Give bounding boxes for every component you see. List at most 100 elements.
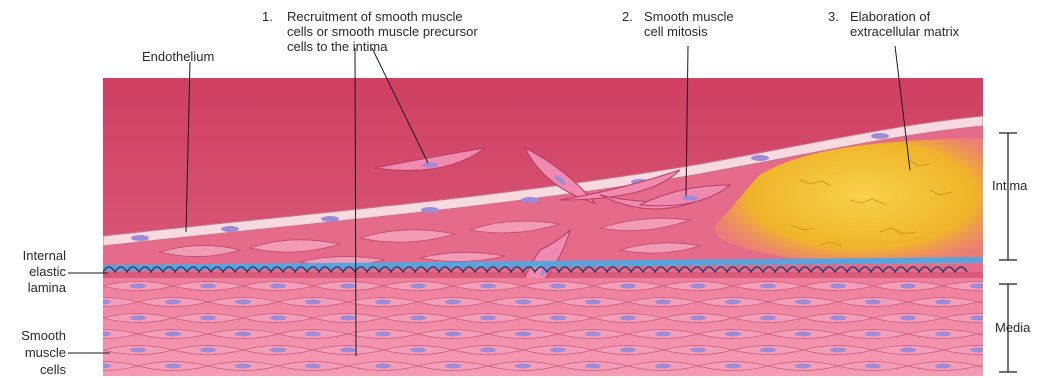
- media-smc-nucleus: [970, 284, 986, 289]
- media-smc-nucleus: [95, 300, 111, 305]
- media-smc-nucleus: [725, 300, 741, 305]
- intima-label: Intima: [992, 178, 1027, 193]
- media-smc-cell: [1013, 346, 1045, 355]
- media-smc-nucleus: [620, 284, 636, 289]
- media-smc-nucleus: [655, 300, 671, 305]
- media-smc-nucleus: [130, 284, 146, 289]
- media-smc-nucleus: [795, 300, 811, 305]
- media-smc-nucleus: [270, 348, 286, 353]
- media-smc-nucleus: [305, 332, 321, 337]
- media-smc-nucleus: [235, 364, 251, 369]
- media-smc-nucleus: [235, 300, 251, 305]
- media-smc-cell: [33, 314, 103, 323]
- media-smc-nucleus: [690, 284, 706, 289]
- media-smc-nucleus: [410, 316, 426, 321]
- step1-line2: cells or smooth muscle precursor: [287, 24, 478, 39]
- media-smc-nucleus: [305, 364, 321, 369]
- media-smc-nucleus: [165, 332, 181, 337]
- media-smc-nucleus: [445, 332, 461, 337]
- lamina-line2: elastic: [6, 264, 66, 279]
- media-smc-nucleus: [410, 348, 426, 353]
- step3-number: 3.: [828, 9, 839, 24]
- media-smc-nucleus: [830, 316, 846, 321]
- media-smc-nucleus: [270, 316, 286, 321]
- endothelium-label: Endothelium: [142, 49, 214, 64]
- media-smc-nucleus: [375, 300, 391, 305]
- media-smc-nucleus: [970, 348, 986, 353]
- media-smc-cell: [978, 298, 1045, 307]
- media-smc-nucleus: [375, 332, 391, 337]
- media-smc-nucleus: [935, 332, 951, 337]
- media-smc-nucleus: [1040, 348, 1045, 353]
- media-smc-nucleus: [235, 332, 251, 337]
- media-smc-nucleus: [865, 300, 881, 305]
- media-smc-nucleus: [1040, 284, 1045, 289]
- lamina-line3: lamina: [6, 280, 66, 295]
- media-smc-nucleus: [340, 348, 356, 353]
- smc-line1: Smooth: [6, 328, 66, 343]
- media-smc-nucleus: [795, 364, 811, 369]
- media-smc-nucleus: [270, 284, 286, 289]
- media-smc-nucleus: [550, 316, 566, 321]
- media-smc-nucleus: [550, 284, 566, 289]
- media-smc-nucleus: [900, 284, 916, 289]
- media-smc-nucleus: [95, 332, 111, 337]
- media-smc-nucleus: [340, 284, 356, 289]
- media-smc-nucleus: [900, 348, 916, 353]
- media-smc-nucleus: [585, 332, 601, 337]
- step2-line2: cell mitosis: [644, 24, 708, 39]
- bracket-intima: [999, 133, 1017, 260]
- smc-line3: cells: [6, 362, 66, 377]
- media-smc-nucleus: [515, 300, 531, 305]
- step3-line2: extracellular matrix: [850, 24, 959, 39]
- media-smc-nucleus: [445, 300, 461, 305]
- media-smc-nucleus: [830, 348, 846, 353]
- media-smc-cell: [978, 362, 1045, 371]
- media-smc-nucleus: [690, 316, 706, 321]
- media-smc-nucleus: [760, 316, 776, 321]
- media-smc-nucleus: [935, 364, 951, 369]
- media-smc-nucleus: [900, 316, 916, 321]
- media-smc-nucleus: [760, 284, 776, 289]
- media-smc-nucleus: [165, 364, 181, 369]
- media-smc-nucleus: [1040, 316, 1045, 321]
- media-smc-cell: [1013, 282, 1045, 291]
- media-smc-nucleus: [375, 364, 391, 369]
- media-smc-nucleus: [60, 316, 76, 321]
- media-smc-nucleus: [830, 284, 846, 289]
- media-smc-nucleus: [655, 364, 671, 369]
- media-smc-nucleus: [480, 284, 496, 289]
- media-smc-nucleus: [935, 300, 951, 305]
- media-smc-nucleus: [795, 332, 811, 337]
- media-smc-nucleus: [865, 364, 881, 369]
- lamina-line1: Internal: [6, 248, 66, 263]
- media-smc-nucleus: [200, 284, 216, 289]
- step2-line1: Smooth muscle: [644, 9, 734, 24]
- media-smc-nucleus: [550, 348, 566, 353]
- media-smc-nucleus: [165, 300, 181, 305]
- media-smc-nucleus: [585, 364, 601, 369]
- media-smc-nucleus: [95, 364, 111, 369]
- smc-line2: muscle: [6, 345, 66, 360]
- media-smc-nucleus: [340, 316, 356, 321]
- media-smc-nucleus: [585, 300, 601, 305]
- step1-number: 1.: [262, 9, 273, 24]
- media-smc-nucleus: [130, 348, 146, 353]
- media-smc-nucleus: [200, 348, 216, 353]
- media-smc-nucleus: [305, 300, 321, 305]
- media-smc-nucleus: [200, 316, 216, 321]
- step3-line1: Elaboration of: [850, 9, 930, 24]
- step2-number: 2.: [622, 9, 633, 24]
- media-smc-nucleus: [410, 284, 426, 289]
- media-smc-nucleus: [620, 316, 636, 321]
- media-smc-nucleus: [130, 316, 146, 321]
- media-smc-nucleus: [690, 348, 706, 353]
- media-smc-nucleus: [725, 332, 741, 337]
- media-smc-nucleus: [725, 364, 741, 369]
- media-smc-nucleus: [970, 316, 986, 321]
- media-label: Media: [995, 320, 1030, 335]
- media-smc-nucleus: [865, 332, 881, 337]
- step1-line1: Recruitment of smooth muscle: [287, 9, 463, 24]
- media-smc-nucleus: [480, 348, 496, 353]
- media-smc-nucleus: [445, 364, 461, 369]
